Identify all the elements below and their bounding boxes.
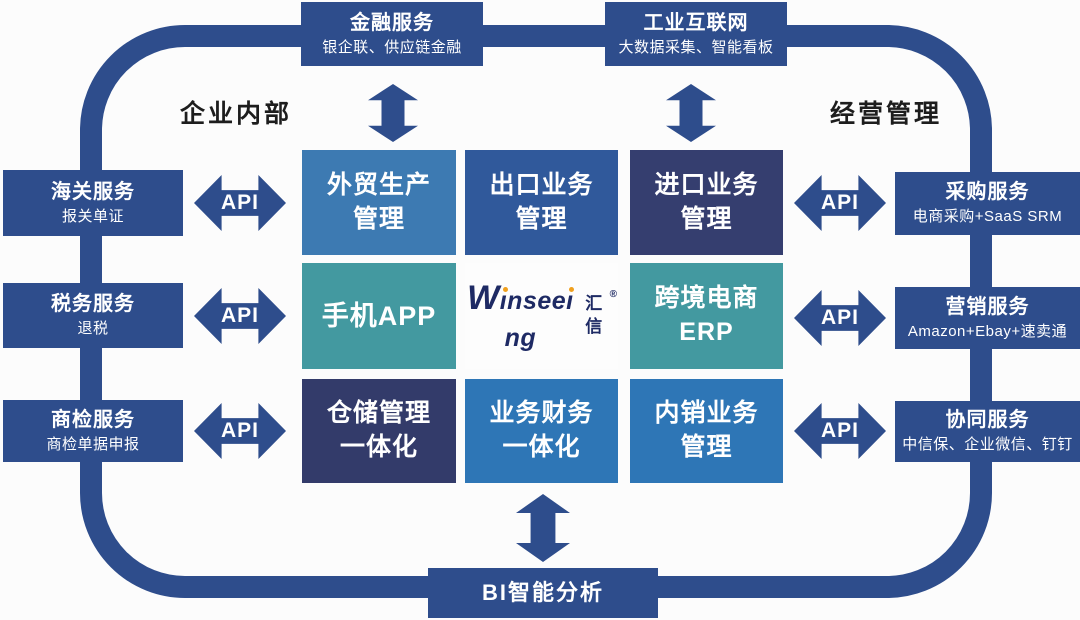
cell-line: 手机APP — [321, 300, 437, 331]
cell-import-business: 进口业务 管理 — [630, 150, 783, 255]
api-label: API — [220, 191, 259, 214]
node-subtitle: 大数据采集、智能看板 — [618, 38, 774, 56]
node-marketing-service: 营销服务 Amazon+Ebay+速卖通 — [895, 287, 1080, 349]
cell-domestic-sales: 内销业务 管理 — [630, 379, 783, 483]
node-subtitle: 电商采购+SaaS SRM — [912, 208, 1063, 226]
node-title: BI智能分析 — [481, 580, 604, 606]
node-subtitle: 银企联、供应链金融 — [322, 38, 462, 56]
cell-line: 一体化 — [502, 433, 581, 461]
node-title: 工业互联网 — [643, 11, 749, 34]
api-label: API — [820, 306, 859, 329]
api-label: API — [820, 419, 859, 442]
cell-crossborder-ecommerce-erp: 跨境电商 ERP — [630, 263, 783, 369]
cell-line: 业务财务 — [489, 399, 594, 428]
node-tax-service: 税务服务 退税 — [3, 283, 183, 348]
registered-trademark-icon: ® — [609, 289, 618, 301]
cell-line: 出口业务 — [489, 170, 594, 199]
cell-export-business: 出口业务 管理 — [465, 150, 618, 255]
section-label-operations: 经营管理 — [830, 100, 943, 128]
cell-line: 一体化 — [339, 433, 418, 461]
cell-line: 跨境电商 — [654, 284, 759, 313]
node-finance-service: 金融服务 银企联、供应链金融 — [301, 2, 483, 66]
node-title: 税务服务 — [51, 293, 135, 316]
cell-line: 仓储管理 — [326, 399, 431, 428]
node-title: 协同服务 — [945, 409, 1030, 432]
logo-cn-text: 汇信 — [585, 294, 604, 337]
node-title: 金融服务 — [350, 11, 434, 34]
cell-line: 管理 — [352, 204, 405, 233]
cell-business-finance: 业务财务 一体化 — [465, 379, 618, 483]
api-label: API — [220, 304, 259, 327]
cell-line: 进口业务 — [654, 170, 759, 199]
cell-warehouse-management: 仓储管理 一体化 — [302, 379, 456, 483]
node-customs-service: 海关服务 报关单证 — [3, 170, 183, 236]
cell-line: 外贸生产 — [326, 170, 431, 199]
node-title: 营销服务 — [945, 295, 1030, 318]
node-subtitle: 中信保、企业微信、钉钉 — [902, 436, 1073, 454]
cell-mobile-app: 手机APP — [302, 263, 456, 369]
node-procurement-service: 采购服务 电商采购+SaaS SRM — [895, 172, 1080, 235]
node-subtitle: 报关单证 — [61, 207, 124, 225]
api-label: API — [220, 419, 259, 442]
node-subtitle: 退税 — [77, 320, 109, 338]
cell-line: 管理 — [680, 433, 733, 461]
cell-line: 内销业务 — [654, 399, 759, 428]
cell-foreign-trade-production: 外贸生产 管理 — [302, 150, 456, 255]
cell-line: 管理 — [680, 204, 733, 233]
api-label: API — [820, 191, 859, 214]
node-inspection-service: 商检服务 商检单据申报 — [3, 400, 183, 462]
node-subtitle: Amazon+Ebay+速卖通 — [907, 322, 1068, 340]
node-industrial-internet: 工业互联网 大数据采集、智能看板 — [605, 2, 787, 66]
node-title: 海关服务 — [51, 180, 135, 203]
node-title: 商检服务 — [51, 408, 135, 431]
node-title: 采购服务 — [945, 181, 1030, 204]
section-label-internal: 企业内部 — [180, 100, 293, 128]
cell-line: 管理 — [515, 204, 568, 233]
node-collaboration-service: 协同服务 中信保、企业微信、钉钉 — [895, 401, 1080, 462]
cell-line: ERP — [679, 318, 734, 346]
node-bi-analytics: BI智能分析 — [428, 568, 658, 618]
node-subtitle: 商检单据申报 — [46, 435, 140, 453]
